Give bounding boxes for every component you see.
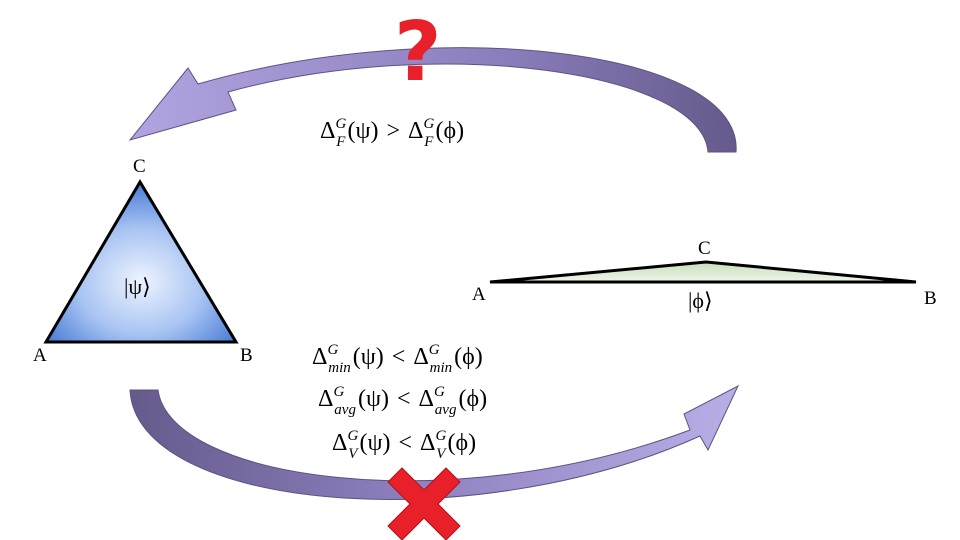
vertex-label-c-right: C (698, 238, 711, 259)
vertex-label-c-left: C (133, 156, 146, 177)
bottom-curved-arrow (129, 384, 740, 500)
cross-mark-icon (387, 467, 461, 540)
question-mark-icon: ? (394, 5, 442, 100)
vertex-label-b-left: B (240, 345, 253, 366)
triangle-phi-shape (489, 260, 917, 284)
triangle-phi: C A B |ϕ⟩ (472, 238, 937, 313)
state-phi-label: |ϕ⟩ (688, 288, 713, 313)
top-curved-arrow (128, 47, 737, 153)
triangle-psi: C A B |ψ⟩ (33, 156, 253, 366)
vertex-label-b-right: B (924, 288, 937, 309)
state-psi-label: |ψ⟩ (124, 274, 151, 299)
triangle-psi-shape (43, 179, 239, 344)
vertex-label-a-right: A (472, 284, 486, 305)
vertex-label-a-left: A (33, 345, 47, 366)
